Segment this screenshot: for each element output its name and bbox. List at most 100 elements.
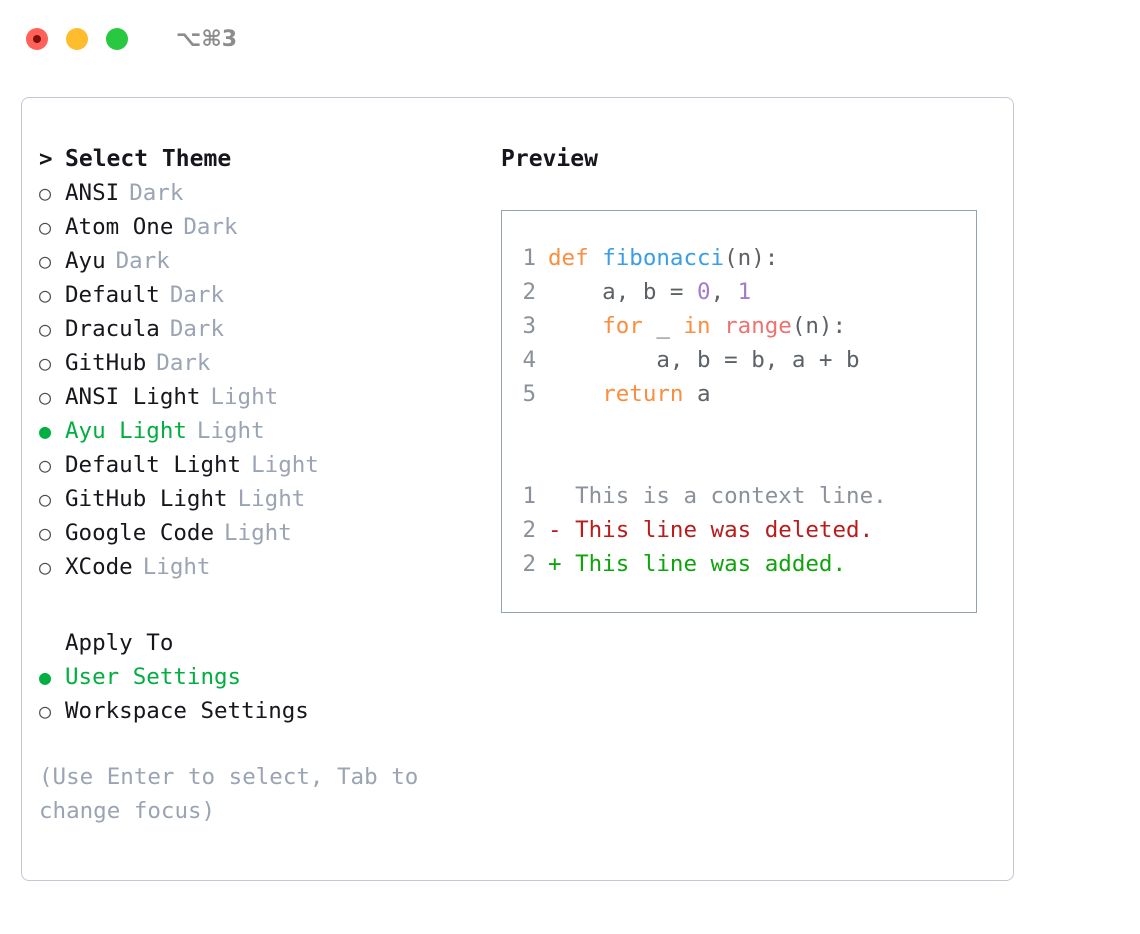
- code-line-content: def fibonacci(n):: [548, 245, 778, 271]
- radio-unselected-icon[interactable]: ○: [39, 521, 64, 545]
- diff-line-number: 2: [522, 551, 536, 577]
- maximize-button[interactable]: [106, 28, 128, 50]
- code-line: 4 a, b = b, a + b: [502, 347, 976, 381]
- apply-to-item[interactable]: ○ Workspace Settings: [39, 698, 479, 732]
- theme-list-item[interactable]: ○ GitHub Light Light: [39, 486, 479, 520]
- select-theme-title: Select Theme: [65, 146, 232, 172]
- code-token-kw: for: [602, 313, 643, 339]
- code-token-plain: (n):: [724, 245, 779, 271]
- close-button[interactable]: [26, 28, 48, 50]
- diff-sign: +: [548, 551, 576, 577]
- radio-unselected-icon[interactable]: ○: [39, 317, 64, 341]
- code-line-content: return a: [548, 381, 711, 407]
- minimize-button[interactable]: [66, 28, 88, 50]
- theme-name-label: Dracula: [65, 316, 160, 342]
- radio-unselected-icon[interactable]: ○: [39, 385, 64, 409]
- radio-unselected-icon[interactable]: ○: [39, 215, 64, 239]
- apply-to-header: Apply To: [39, 630, 479, 664]
- radio-unselected-icon[interactable]: ○: [39, 487, 64, 511]
- apply-to-item[interactable]: ● User Settings: [39, 664, 479, 698]
- title-bar: ⌥⌘3: [0, 0, 1140, 78]
- diff-line: 2- This line was deleted.: [502, 517, 976, 551]
- code-token-num: 0: [697, 279, 711, 305]
- theme-name-label: ANSI Light: [65, 384, 201, 410]
- radio-unselected-icon[interactable]: ○: [39, 283, 64, 307]
- code-line: 5 return a: [502, 381, 976, 415]
- theme-name-label: GitHub Light: [65, 486, 228, 512]
- diff-line-number: 2: [522, 517, 536, 543]
- theme-variant-tag: Dark: [129, 180, 184, 206]
- apply-to-label: User Settings: [65, 664, 242, 690]
- window-controls: [26, 28, 128, 50]
- radio-unselected-icon[interactable]: ○: [39, 249, 64, 273]
- diff-sign: -: [548, 517, 576, 543]
- theme-name-label: Atom One: [65, 214, 174, 240]
- radio-selected-icon[interactable]: ●: [39, 665, 64, 689]
- radio-unselected-icon[interactable]: ○: [39, 181, 64, 205]
- code-token-plain: [711, 313, 725, 339]
- theme-variant-tag: Light: [237, 486, 306, 512]
- code-token-call: range: [724, 313, 792, 339]
- recording-indicator-icon: [33, 35, 41, 43]
- code-line-content: a, b = 0, 1: [548, 279, 751, 305]
- diff-line-text: This line was added.: [575, 551, 847, 577]
- theme-variant-tag: Light: [142, 554, 211, 580]
- theme-list-item[interactable]: ○ Ayu Dark: [39, 248, 479, 282]
- code-line: 2 a, b = 0, 1: [502, 279, 976, 313]
- code-token-fn: fibonacci: [602, 245, 725, 271]
- apply-to-label: Workspace Settings: [65, 698, 309, 724]
- diff-line-text: This line was deleted.: [575, 517, 874, 543]
- theme-list-item[interactable]: ○ XCode Light: [39, 554, 479, 588]
- theme-list-item[interactable]: ○ Dracula Dark: [39, 316, 479, 350]
- theme-variant-tag: Dark: [183, 214, 238, 240]
- diff-line-text: This is a context line.: [575, 483, 887, 509]
- code-token-kw: return: [602, 381, 684, 407]
- radio-unselected-icon[interactable]: ○: [39, 555, 64, 579]
- line-number: 4: [522, 347, 536, 373]
- theme-name-label: Default Light: [65, 452, 242, 478]
- diff-line: 2 + This line was added.: [502, 551, 976, 585]
- line-number: 5: [522, 381, 536, 407]
- theme-variant-tag: Dark: [169, 316, 225, 342]
- apply-to-title: Apply To: [65, 630, 174, 656]
- diff-line-number: 1: [522, 483, 536, 509]
- code-token-kw: def: [548, 245, 603, 271]
- diff-line: 1 This is a context line.: [502, 483, 976, 517]
- section-spacer: [39, 588, 479, 630]
- theme-list-item[interactable]: ○ GitHub Dark: [39, 350, 479, 384]
- theme-name-label: GitHub: [65, 350, 147, 376]
- theme-list-item[interactable]: ○ Atom One Dark: [39, 214, 479, 248]
- theme-variant-tag: Dark: [169, 282, 225, 308]
- radio-unselected-icon[interactable]: ○: [39, 453, 64, 477]
- radio-unselected-icon[interactable]: ○: [39, 699, 64, 723]
- radio-unselected-icon[interactable]: ○: [39, 351, 64, 375]
- theme-name-label: XCode: [65, 554, 133, 580]
- code-token-plain: a: [683, 381, 711, 407]
- code-token-plain: a, b = b, a + b: [548, 347, 860, 373]
- preview-spacer-2: [502, 449, 976, 483]
- theme-variant-tag: Dark: [115, 248, 170, 274]
- theme-variant-tag: Light: [251, 452, 319, 478]
- theme-name-label: Ayu: [65, 248, 106, 274]
- radio-selected-icon[interactable]: ●: [39, 419, 64, 443]
- code-line-content: a, b = b, a + b: [548, 347, 860, 373]
- theme-list-item[interactable]: ○ Default Light Light: [39, 452, 479, 486]
- preview-spacer: [502, 415, 976, 449]
- theme-variant-tag: Dark: [156, 350, 211, 376]
- select-theme-header: > Select Theme: [39, 146, 479, 180]
- code-token-kw: in: [683, 313, 711, 339]
